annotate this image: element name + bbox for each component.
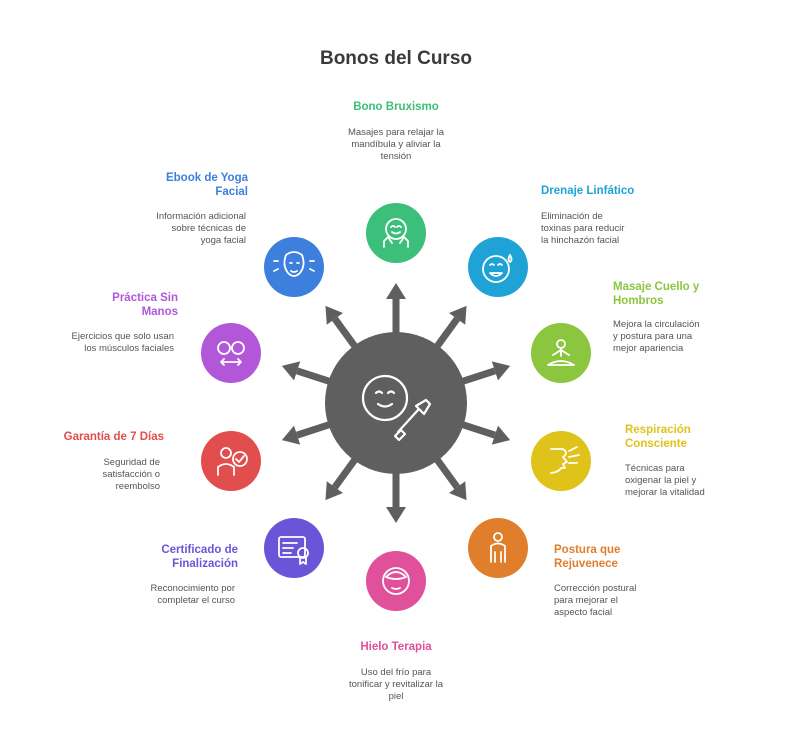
person-check-icon [217,447,248,476]
node-hielo [366,551,426,611]
desc-garantia: Seguridad de satisfacción o reembolso [102,457,160,492]
sweat-face-icon [482,254,513,283]
face-brush-icon [361,374,432,442]
glasses-arrows-icon [217,341,245,366]
label-ebook: Ebook de Yoga Facial [165,172,248,198]
node-garantia [201,431,261,491]
desc-postura: Corrección postural para mejorar el aspe… [554,583,637,618]
smile-hands-icon [383,218,409,248]
label-bruxismo: Bono Bruxismo [353,101,439,113]
node-manos [201,323,261,383]
label-cuello: Masaje Cuello y Hombros [613,281,700,307]
node-postura [468,518,528,578]
label-respiracion: Respiración Consciente [625,424,691,450]
desc-manos: Ejercicios que solo usan los músculos fa… [71,331,174,354]
hub-circle [325,332,467,474]
desc-ebook: Información adicional sobre técnicas de … [156,211,246,246]
node-certificado [264,518,324,578]
label-hielo: Hielo Terapia [360,641,432,653]
desc-bruxismo: Masajes para relajar la mandíbula y aliv… [347,127,445,162]
label-postura: Postura que Rejuvenece [554,544,621,570]
yoga-face-icon [273,251,315,277]
label-certificado: Certificado de Finalización [161,544,238,570]
node-linfatico [468,237,528,297]
page-title: Bonos del Curso [319,48,472,69]
label-manos: Práctica Sin Manos [112,292,178,318]
certificate-icon [278,536,309,565]
node-ebook [264,237,324,297]
meditation-icon [547,339,575,366]
label-garantia: Garantía de 7 Días [63,431,164,443]
breath-face-icon [550,446,580,474]
node-respiracion [531,431,591,491]
desc-hielo: Uso del frío para tonificar y revitaliza… [349,667,443,702]
desc-linfatico: Eliminación de toxinas para reducir la h… [541,211,625,246]
desc-respiracion: Técnicas para oxigenar la piel y mejorar… [625,463,705,498]
desc-certificado: Reconocimiento por completar el curso [150,583,236,606]
label-linfatico: Drenaje Linfático [541,185,635,197]
face-mask-icon [382,567,410,595]
person-icon [490,532,506,563]
desc-cuello: Mejora la circulación y postura para una… [613,319,700,354]
